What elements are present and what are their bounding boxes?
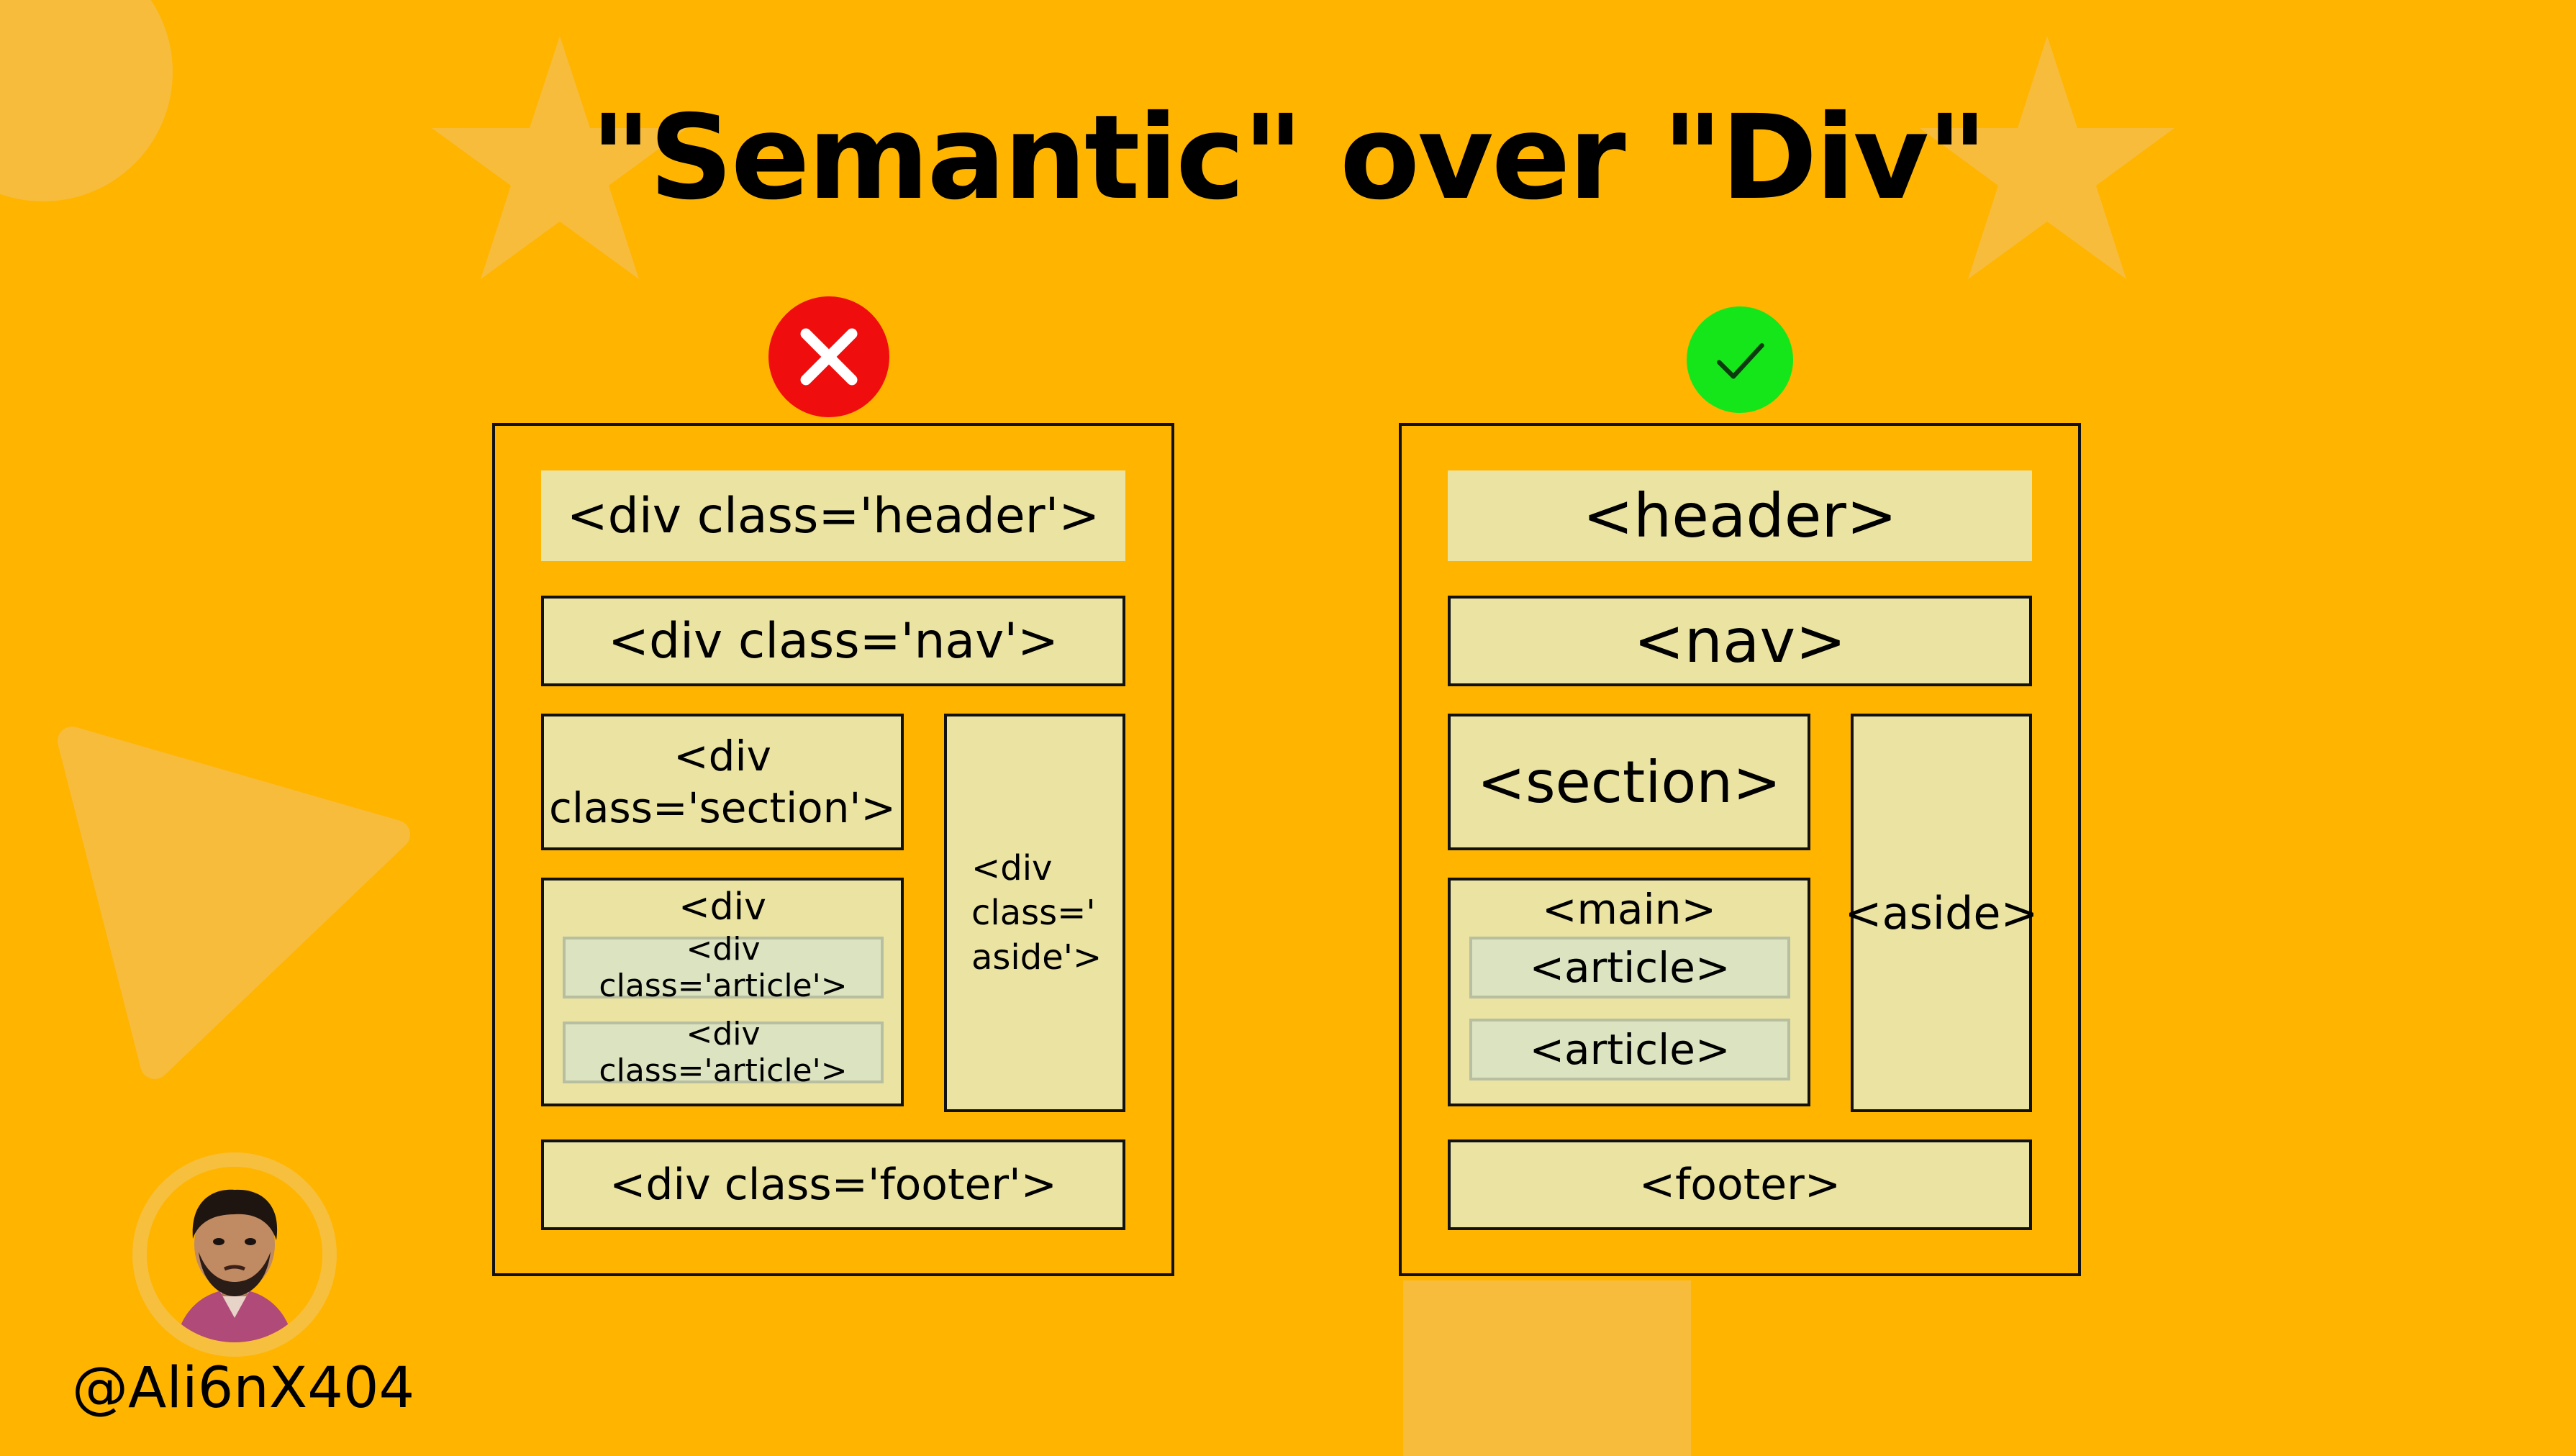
div-layout-panel <box>492 423 1174 1276</box>
article-box-2: <article> <box>1469 1019 1790 1080</box>
div-section-label-line2: class='section'> <box>549 783 896 832</box>
nav-box: <nav> <box>1448 596 2032 686</box>
aside-box: <aside> <box>1845 714 2038 1112</box>
div-nav-label: <div class='nav'> <box>607 612 1059 670</box>
div-header-label: <div class='header'> <box>566 487 1100 545</box>
section-label: <section> <box>1477 748 1782 816</box>
div-footer-box: <div class='footer'> <box>541 1139 1125 1230</box>
footer-box: <footer> <box>1448 1139 2032 1230</box>
check-icon <box>1717 343 1764 379</box>
footer-label: <footer> <box>1638 1160 1841 1210</box>
avatar-portrait <box>147 1167 322 1342</box>
div-article-box-2: <div class='article'> <box>563 1016 884 1089</box>
div-article-label-2: <div class='article'> <box>599 1016 848 1089</box>
good-badge <box>1687 306 1793 413</box>
close-icon <box>800 328 858 386</box>
article-label-1: <article> <box>1529 943 1731 992</box>
header-label: <header> <box>1582 481 1897 551</box>
main-box: <main> <article> <article> <box>1448 878 1810 1106</box>
main-label: <main> <box>1541 885 1717 934</box>
div-aside-label-line1: <div <box>971 848 1053 888</box>
div-article-label-1: <div class='article'> <box>599 931 848 1004</box>
div-section-label-line1: <div <box>674 732 771 781</box>
decor-triangle <box>58 727 410 1079</box>
div-section-box: <div class='section'> <box>541 714 904 850</box>
article-box-1: <article> <box>1469 937 1790 998</box>
div-aside-label-line3: aside'> <box>971 937 1102 978</box>
bad-badge <box>768 296 889 417</box>
div-article-box-1: <div class='article'> <box>563 931 884 1004</box>
decor-circle <box>0 0 173 201</box>
header-box: <header> <box>1448 470 2032 561</box>
avatar <box>147 1167 322 1342</box>
div-nav-box: <div class='nav'> <box>541 596 1125 686</box>
div-aside-label-line2: class=' <box>971 893 1096 933</box>
div-footer-label: <div class='footer'> <box>609 1160 1057 1210</box>
div-header-box: <div class='header'> <box>541 470 1125 561</box>
div-aside-box: <div class=' aside'> <box>944 714 1125 1112</box>
aside-label: <aside> <box>1844 886 2038 939</box>
decor-star-right <box>1920 36 2174 279</box>
article-label-2: <article> <box>1529 1025 1731 1074</box>
section-box: <section> <box>1448 714 1810 850</box>
author-handle: @Ali6nX404 <box>72 1356 415 1421</box>
nav-label: <nav> <box>1633 606 1846 676</box>
page-title: "Semantic" over "Div" <box>590 91 1988 226</box>
div-main-box: <div class='main'> <div class='article'>… <box>541 878 904 1106</box>
decor-star-left <box>432 36 687 279</box>
decor-rectangle <box>1403 1280 1691 1456</box>
semantic-layout-panel <box>1399 423 2081 1276</box>
